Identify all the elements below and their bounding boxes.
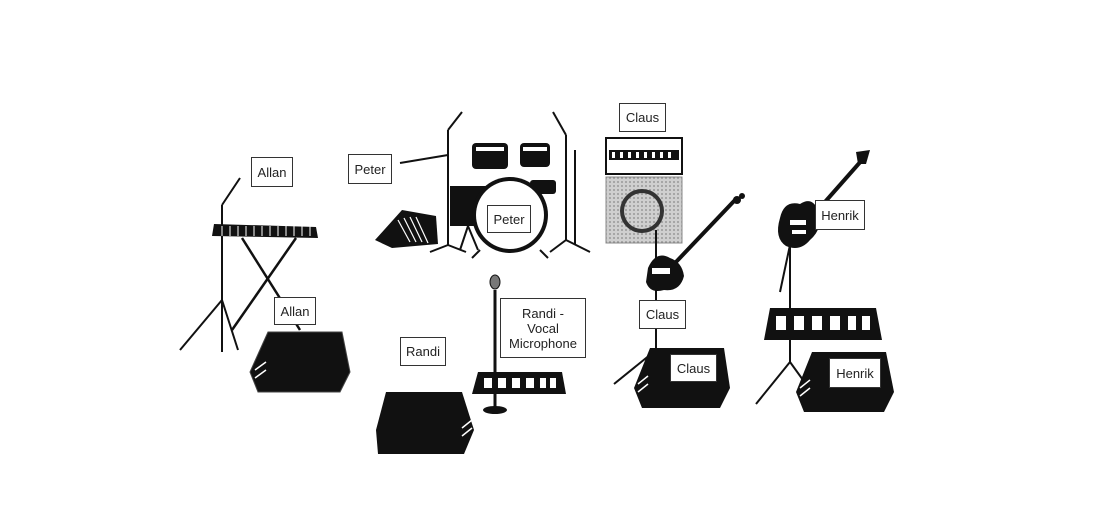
pedalboard-icon xyxy=(472,372,566,394)
label-randi-vocal-mic: Randi - Vocal Microphone xyxy=(500,298,586,358)
label-randi-monitor: Randi xyxy=(400,337,446,366)
guitar-amp-icon xyxy=(605,137,683,244)
label-henrik-monitor: Henrik xyxy=(829,358,881,388)
label-claus-monitor: Claus xyxy=(670,354,717,382)
stage-monitor-icon xyxy=(249,331,351,393)
bass-guitar-icon xyxy=(646,193,745,291)
drum-mic-stand-right-icon xyxy=(549,111,591,253)
label-claus-amp: Claus xyxy=(619,103,666,132)
label-claus-bass: Claus xyxy=(639,300,686,329)
pedalboard-icon xyxy=(764,308,882,340)
label-peter-drums: Peter xyxy=(487,205,531,233)
keyboard-mic-stand-icon xyxy=(179,177,241,352)
label-henrik-guitar: Henrik xyxy=(815,200,865,230)
drum-kit-icon xyxy=(450,143,556,259)
label-allan-keyboard: Allan xyxy=(251,157,293,187)
label-peter-mic: Peter xyxy=(348,154,392,184)
stage-monitor-icon xyxy=(376,392,474,454)
electric-guitar-icon xyxy=(778,150,870,248)
drum-mic-stand-icon xyxy=(399,111,467,253)
drum-monitor-icon xyxy=(375,210,438,248)
label-allan-monitor: Allan xyxy=(274,297,316,325)
